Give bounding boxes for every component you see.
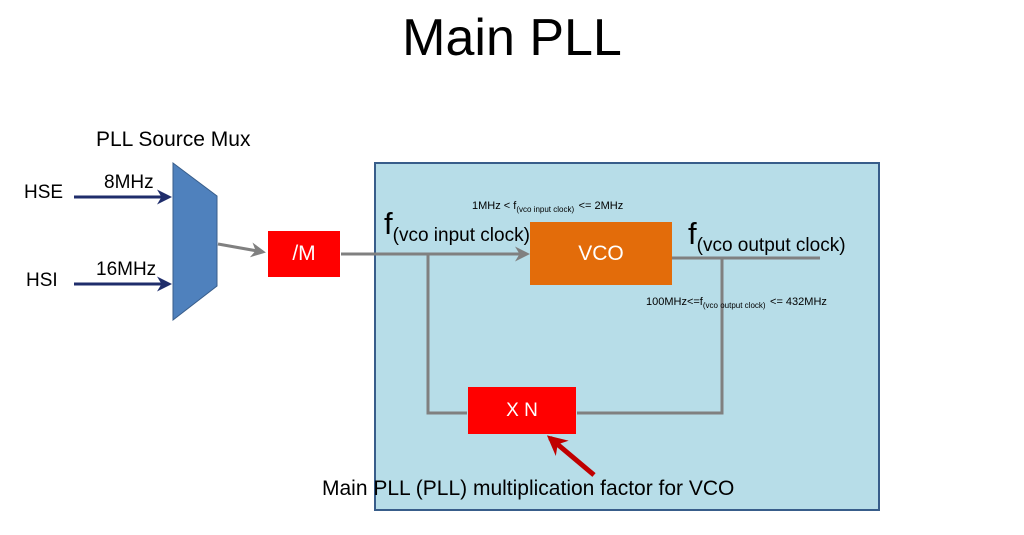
hse-label: HSE — [24, 182, 64, 203]
vco-output-f: f — [688, 216, 697, 251]
vco-input-range: 1MHz < f(vco input clock) <= 2MHz — [472, 196, 623, 214]
vco-output-clock-label: f(vco output clock) — [688, 216, 846, 256]
input-range-prefix: 1MHz < f — [472, 200, 517, 212]
vco-output-range: 100MHz<=f(vco output clock) <= 432MHz — [646, 292, 827, 310]
vco-input-subscript: (vco input clock) — [392, 225, 530, 246]
output-range-suffix: <= 432MHz — [770, 296, 827, 308]
input-range-subscript: (vco input clock) — [516, 205, 575, 214]
input-range-suffix: <= 2MHz — [578, 200, 624, 212]
hse-frequency: 8MHz — [104, 172, 154, 193]
output-range-subscript: (vco output clock) — [702, 301, 766, 310]
feedback-right-line — [577, 258, 724, 415]
multiplication-factor-label: Main PLL (PLL) multiplication factor for… — [322, 477, 735, 500]
source-mux — [172, 162, 218, 322]
feedback-left-line — [426, 254, 467, 415]
vco-input-f: f — [384, 206, 393, 241]
vco-block: VCO — [530, 222, 672, 285]
output-range-prefix: 100MHz<=f — [646, 296, 703, 308]
m-divider-block: /M — [268, 231, 340, 277]
vco-input-clock-label: f(vco input clock) — [384, 206, 530, 246]
pll-container — [374, 162, 880, 511]
pointer-arrow — [546, 435, 596, 477]
vco-output-subscript: (vco output clock) — [696, 235, 846, 256]
hsi-frequency: 16MHz — [96, 259, 157, 280]
mux-to-m-arrow — [217, 242, 266, 258]
hsi-label: HSI — [26, 270, 58, 291]
mux-label: PLL Source Mux — [96, 128, 251, 151]
n-multiplier-block: X N — [468, 387, 576, 434]
diagram-title: Main PLL — [402, 9, 622, 67]
